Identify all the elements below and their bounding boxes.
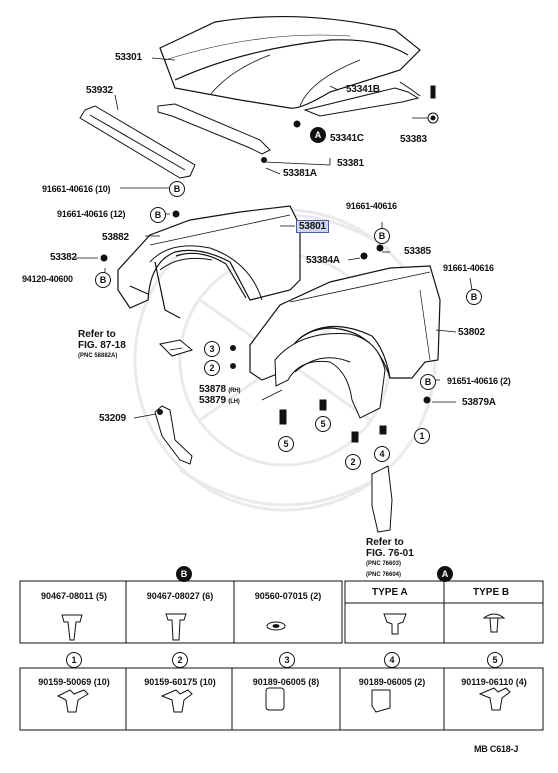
figure-code: MB C618-J <box>474 744 519 754</box>
callout-91661-right: 91661-40616 <box>346 201 397 211</box>
refer-87-18-line1: Refer to <box>78 329 116 340</box>
callout-53341b: 53341B <box>346 84 380 95</box>
table-cell-90159-60175[interactable]: 90159-60175 (10) <box>144 677 216 687</box>
callout-53381a: 53381A <box>283 168 317 179</box>
fastener-table <box>19 580 544 731</box>
hood-seal <box>79 105 196 179</box>
marker-a-hood: A <box>310 127 326 143</box>
callout-91661-10: 91661-40616 (10) <box>42 184 111 194</box>
callout-53381: 53381 <box>337 158 364 169</box>
right-fender-liner <box>274 333 386 419</box>
marker-2-left: 2 <box>204 360 220 376</box>
table-cell-90560-07015[interactable]: 90560-07015 (2) <box>254 591 322 601</box>
refer-76-01-pnc2: (PNC 76604) <box>366 572 402 578</box>
marker-b-91661-right: B <box>374 228 390 244</box>
table-marker-3: 3 <box>279 652 295 668</box>
fender-bracket <box>154 405 193 465</box>
refer-76-01-line2: FIG. 76-01 <box>366 548 414 559</box>
marker-1-right: 1 <box>414 428 430 444</box>
callout-53932: 53932 <box>86 85 113 96</box>
table-cell-90119-06110[interactable]: 90119-06110 (4) <box>461 677 527 687</box>
callout-91661-12: 91661-40616 (12) <box>57 209 126 219</box>
callout-53385: 53385 <box>404 246 431 257</box>
marker-3-left: 3 <box>204 341 220 357</box>
type-b-header: TYPE B <box>473 587 510 598</box>
marker-b-91651: B <box>420 374 436 390</box>
marker-m-94120: B <box>95 272 111 288</box>
table-cell-90467-08027[interactable]: 90467-08027 (6) <box>146 591 214 601</box>
table-marker-1: 1 <box>66 652 82 668</box>
refer-note-76-01[interactable]: Refer to FIG. 76-01 (PNC 76603) (PNC 766… <box>366 537 414 581</box>
type-a-header: TYPE A <box>372 587 408 598</box>
callout-53801: 53801 <box>296 220 329 233</box>
callout-53882: 53882 <box>102 232 129 243</box>
refer-76-01-line1: Refer to <box>366 537 404 548</box>
mud-guard <box>371 465 393 533</box>
hood-bumper-parts <box>293 81 439 128</box>
left-fender-liner <box>149 245 263 301</box>
callout-53301: 53301 <box>115 52 142 63</box>
refer-76-01-pnc1: (PNC 76603) <box>366 561 402 567</box>
callout-94120: 94120-40600 <box>22 274 73 284</box>
callout-53879-code: 53879 <box>199 395 226 406</box>
callout-53384a: 53384A <box>306 255 340 266</box>
marker-b-91661-10: B <box>169 181 185 197</box>
table-cell-90467-08011[interactable]: 90467-08011 (5) <box>40 591 108 601</box>
misc-brackets <box>158 339 194 357</box>
table-marker-b: B <box>176 566 192 582</box>
callout-91661-far: 91661-40616 <box>443 263 494 273</box>
callout-53802: 53802 <box>458 327 485 338</box>
marker-5-right: 5 <box>315 416 331 432</box>
refer-note-87-18[interactable]: Refer to FIG. 87-18 (PNC 58882A) <box>78 329 126 362</box>
marker-b-91661-far: B <box>466 289 482 305</box>
callout-53209: 53209 <box>99 413 126 424</box>
left-fender <box>117 205 301 319</box>
callout-53382: 53382 <box>50 252 77 263</box>
marker-2-right: 2 <box>345 454 361 470</box>
callout-53879: 53879 (LH) <box>199 395 240 408</box>
callout-53878: 53878 (RH) <box>199 384 240 397</box>
marker-4-right: 4 <box>374 446 390 462</box>
refer-87-18-line2: FIG. 87-18 <box>78 340 126 351</box>
callout-53383: 53383 <box>400 134 427 145</box>
callout-53879a: 53879A <box>462 397 496 408</box>
table-cell-90159-50069[interactable]: 90159-50069 (10) <box>38 677 110 687</box>
table-marker-a: A <box>437 566 453 582</box>
table-part-icons <box>56 613 511 713</box>
table-cell-90189-06005-8[interactable]: 90189-06005 (8) <box>252 677 320 687</box>
callout-91651: 91651-40616 (2) <box>447 376 511 386</box>
hood-panel <box>159 15 421 109</box>
table-marker-5: 5 <box>487 652 503 668</box>
callout-53879-side: (LH) <box>228 399 240 405</box>
callout-53878-code: 53878 <box>199 384 226 395</box>
marker-5-center: 5 <box>278 436 294 452</box>
marker-b-91661-12: B <box>150 207 166 223</box>
callout-53878-side: (RH) <box>228 388 241 394</box>
table-marker-4: 4 <box>384 652 400 668</box>
refer-87-18-pnc: (PNC 58882A) <box>78 353 118 359</box>
callout-53341c: 53341C <box>330 133 364 144</box>
table-cell-90189-06005-2[interactable]: 90189-06005 (2) <box>358 677 426 687</box>
hood-rear-strip <box>157 103 271 163</box>
table-marker-2: 2 <box>172 652 188 668</box>
